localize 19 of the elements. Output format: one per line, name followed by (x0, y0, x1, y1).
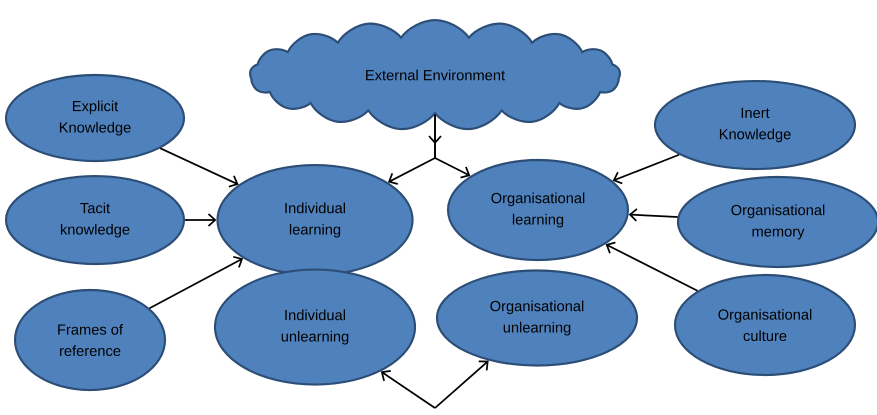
ellipse-node: Individual unlearning (214, 268, 416, 386)
arrow (434, 360, 489, 409)
arrow (380, 370, 436, 409)
ellipse-node: Organisational culture (674, 274, 856, 376)
ellipse-node: Explicit Knowledge (4, 74, 186, 162)
arrow (628, 208, 678, 222)
ellipse-node: Organisational unlearning (436, 269, 638, 367)
arrow (434, 114, 470, 178)
ellipse-node: Tacit knowledge (4, 174, 186, 266)
ellipse-node: Organisational memory (676, 176, 877, 268)
ellipse-node: Inert Knowledge (654, 80, 856, 170)
arrow (612, 154, 680, 184)
ellipse-node: Frames of reference (14, 288, 166, 392)
arrow (160, 148, 239, 188)
ellipse-node: Organisational learning (446, 158, 630, 262)
arrow (185, 213, 216, 227)
arrow (606, 242, 698, 292)
ellipse-node: Individual learning (216, 164, 414, 276)
arrow (149, 256, 244, 309)
